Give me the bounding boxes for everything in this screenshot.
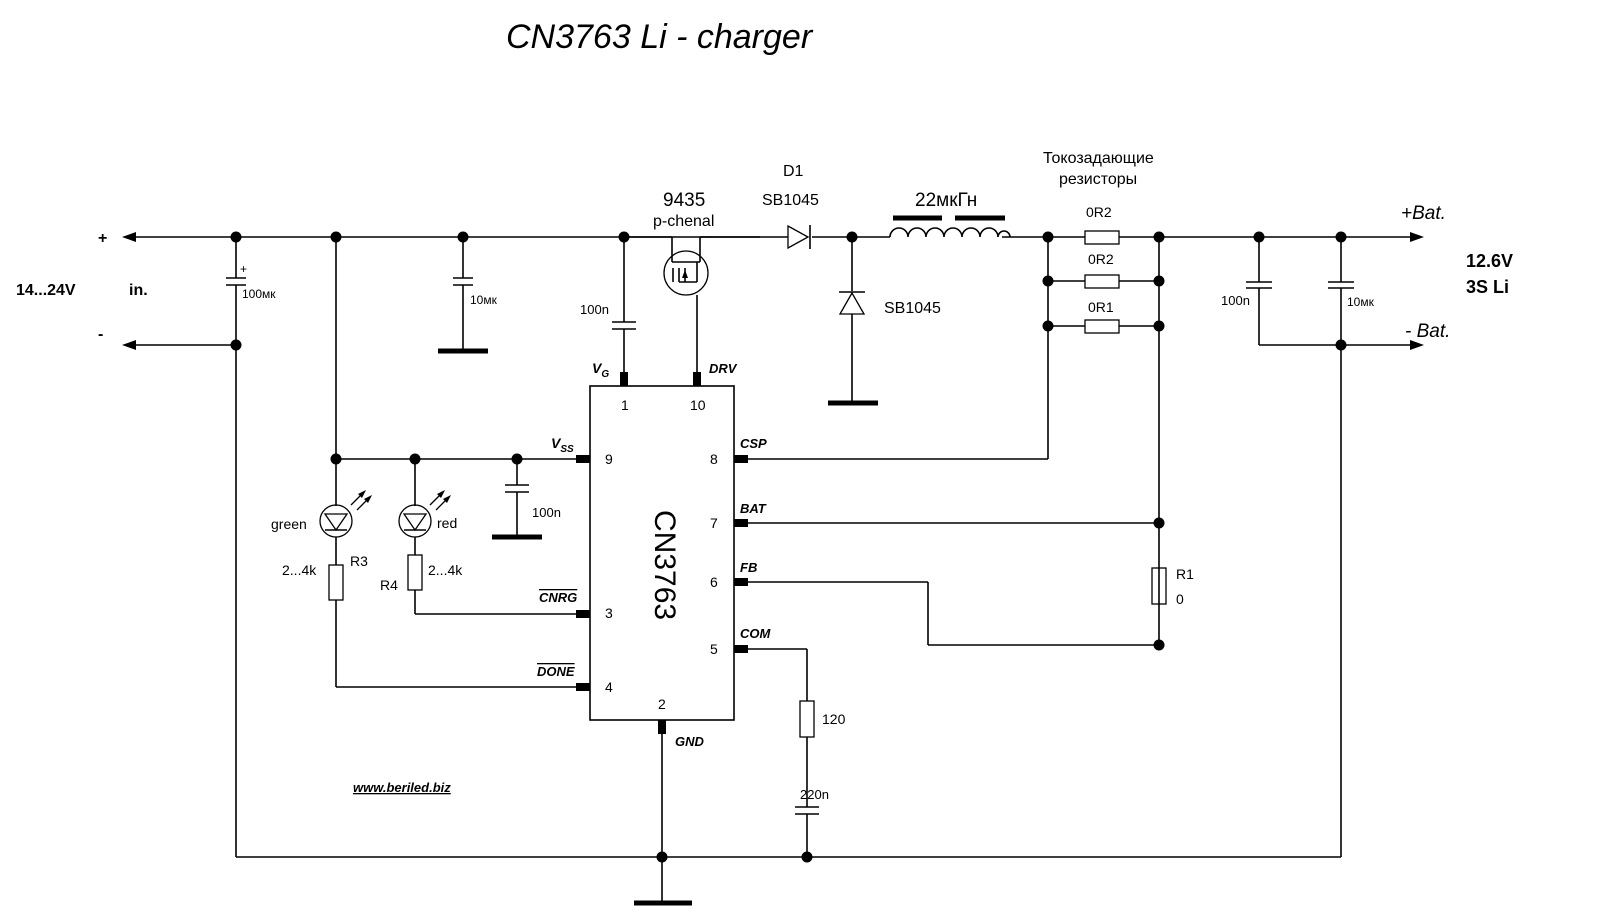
pin-fb-number: 6 bbox=[710, 574, 718, 590]
inductor bbox=[889, 215, 1011, 238]
r3-value: 2...4k bbox=[282, 562, 317, 578]
output-minus-arrow bbox=[1410, 340, 1424, 350]
diode-d1 bbox=[787, 224, 811, 250]
ic-pin-6 bbox=[734, 578, 748, 586]
c-out2-value: 10мк bbox=[1347, 295, 1375, 309]
mosfet-9435 bbox=[624, 236, 711, 378]
r-sense-a bbox=[1084, 230, 1120, 245]
input-voltage-label: 14...24V bbox=[16, 282, 76, 299]
led-red-label: red bbox=[437, 515, 457, 531]
c-in1-polarity: + bbox=[240, 262, 247, 276]
output-plus-arrow bbox=[1410, 232, 1424, 242]
r1-ref: R1 bbox=[1176, 566, 1194, 582]
pin-csp-number: 8 bbox=[710, 451, 718, 467]
pin-drv-label: DRV bbox=[709, 361, 738, 376]
output-plus-label: +Bat. bbox=[1401, 203, 1446, 224]
ic-pin-8 bbox=[734, 455, 748, 463]
led-green-label: green bbox=[271, 516, 307, 532]
pin-vg-number: 1 bbox=[621, 397, 629, 413]
r-sense-c-value: 0R1 bbox=[1088, 299, 1114, 315]
r4-ref: R4 bbox=[380, 577, 398, 593]
r4-value: 2...4k bbox=[428, 562, 463, 578]
ic-pin-3 bbox=[576, 610, 590, 618]
pin-cnrg-label: CNRG bbox=[539, 590, 577, 605]
diode-d1-value: SB1045 bbox=[762, 192, 819, 209]
input-plus-label: + bbox=[98, 230, 107, 247]
pin-csp-label: CSP bbox=[740, 436, 767, 451]
input-in-label: in. bbox=[129, 282, 148, 299]
led-green bbox=[319, 490, 372, 538]
sense-resistors-title-line2: резисторы bbox=[1059, 171, 1137, 188]
r3-ref: R3 bbox=[350, 553, 368, 569]
pin-bat-number: 7 bbox=[710, 515, 718, 531]
pin-vss-label: VSS bbox=[551, 435, 574, 455]
freewheel-diode bbox=[838, 291, 866, 315]
input-plus-arrow bbox=[122, 232, 136, 242]
r-com-value: 120 bbox=[822, 711, 846, 727]
pin-done-number: 4 bbox=[605, 679, 613, 695]
pin-drv-number: 10 bbox=[690, 397, 706, 413]
output-cells-label: 3S Li bbox=[1466, 277, 1509, 297]
ic-pin-7 bbox=[734, 519, 748, 527]
pin-com-label: COM bbox=[740, 626, 772, 641]
r4 bbox=[407, 554, 423, 591]
r-sense-b-value: 0R2 bbox=[1088, 251, 1114, 267]
pin-bat-label: BAT bbox=[740, 501, 767, 516]
r-sense-c bbox=[1084, 319, 1120, 334]
ic-pin-10 bbox=[693, 372, 701, 386]
c-in1-value: 100мк bbox=[242, 287, 276, 301]
sense-resistors-title-line1: Токозадающие bbox=[1043, 150, 1154, 167]
c-in2-value: 10мк bbox=[470, 293, 498, 307]
ic-pin-2 bbox=[658, 720, 666, 734]
junction-dots bbox=[230, 231, 1347, 863]
mosfet-type-label: p-chenal bbox=[653, 213, 714, 230]
pin-fb-label: FB bbox=[740, 560, 757, 575]
output-voltage-label: 12.6V bbox=[1466, 251, 1513, 271]
freewheel-diode-value: SB1045 bbox=[884, 300, 941, 317]
inductor-value: 22мкГн bbox=[915, 190, 977, 211]
ic-pin-5 bbox=[734, 645, 748, 653]
ic-pin-4 bbox=[576, 683, 590, 691]
pin-vg-label: VG bbox=[592, 360, 609, 380]
c-vss-value: 100n bbox=[532, 505, 561, 520]
ic-pin-9 bbox=[576, 455, 590, 463]
mosfet-part-number: 9435 bbox=[663, 190, 705, 211]
led-red bbox=[398, 490, 451, 538]
output-minus-label: - Bat. bbox=[1405, 321, 1450, 342]
website-label: www.beriled.biz bbox=[353, 780, 451, 795]
r-sense-b bbox=[1084, 274, 1120, 289]
ic-pin-1 bbox=[620, 372, 628, 386]
c-vg-value: 100n bbox=[580, 302, 609, 317]
c-com-value: 220n bbox=[800, 787, 829, 802]
input-minus-label: - bbox=[98, 326, 103, 343]
pin-cnrg-number: 3 bbox=[605, 605, 613, 621]
diagram-title: CN3763 Li - charger bbox=[506, 18, 814, 56]
ic-name: CN3763 bbox=[648, 510, 681, 620]
r1 bbox=[1151, 567, 1167, 605]
pin-gnd-number: 2 bbox=[658, 696, 666, 712]
diode-d1-ref: D1 bbox=[783, 163, 804, 180]
input-minus-arrow bbox=[122, 340, 136, 350]
r3 bbox=[328, 564, 344, 601]
r1-value: 0 bbox=[1176, 591, 1184, 607]
pin-done-label: DONE bbox=[537, 664, 575, 679]
pin-vss-number: 9 bbox=[605, 451, 613, 467]
r-com bbox=[799, 700, 815, 738]
r-sense-a-value: 0R2 bbox=[1086, 204, 1112, 220]
c-out1-value: 100n bbox=[1221, 293, 1250, 308]
pin-com-number: 5 bbox=[710, 641, 718, 657]
pin-gnd-label: GND bbox=[675, 734, 705, 749]
